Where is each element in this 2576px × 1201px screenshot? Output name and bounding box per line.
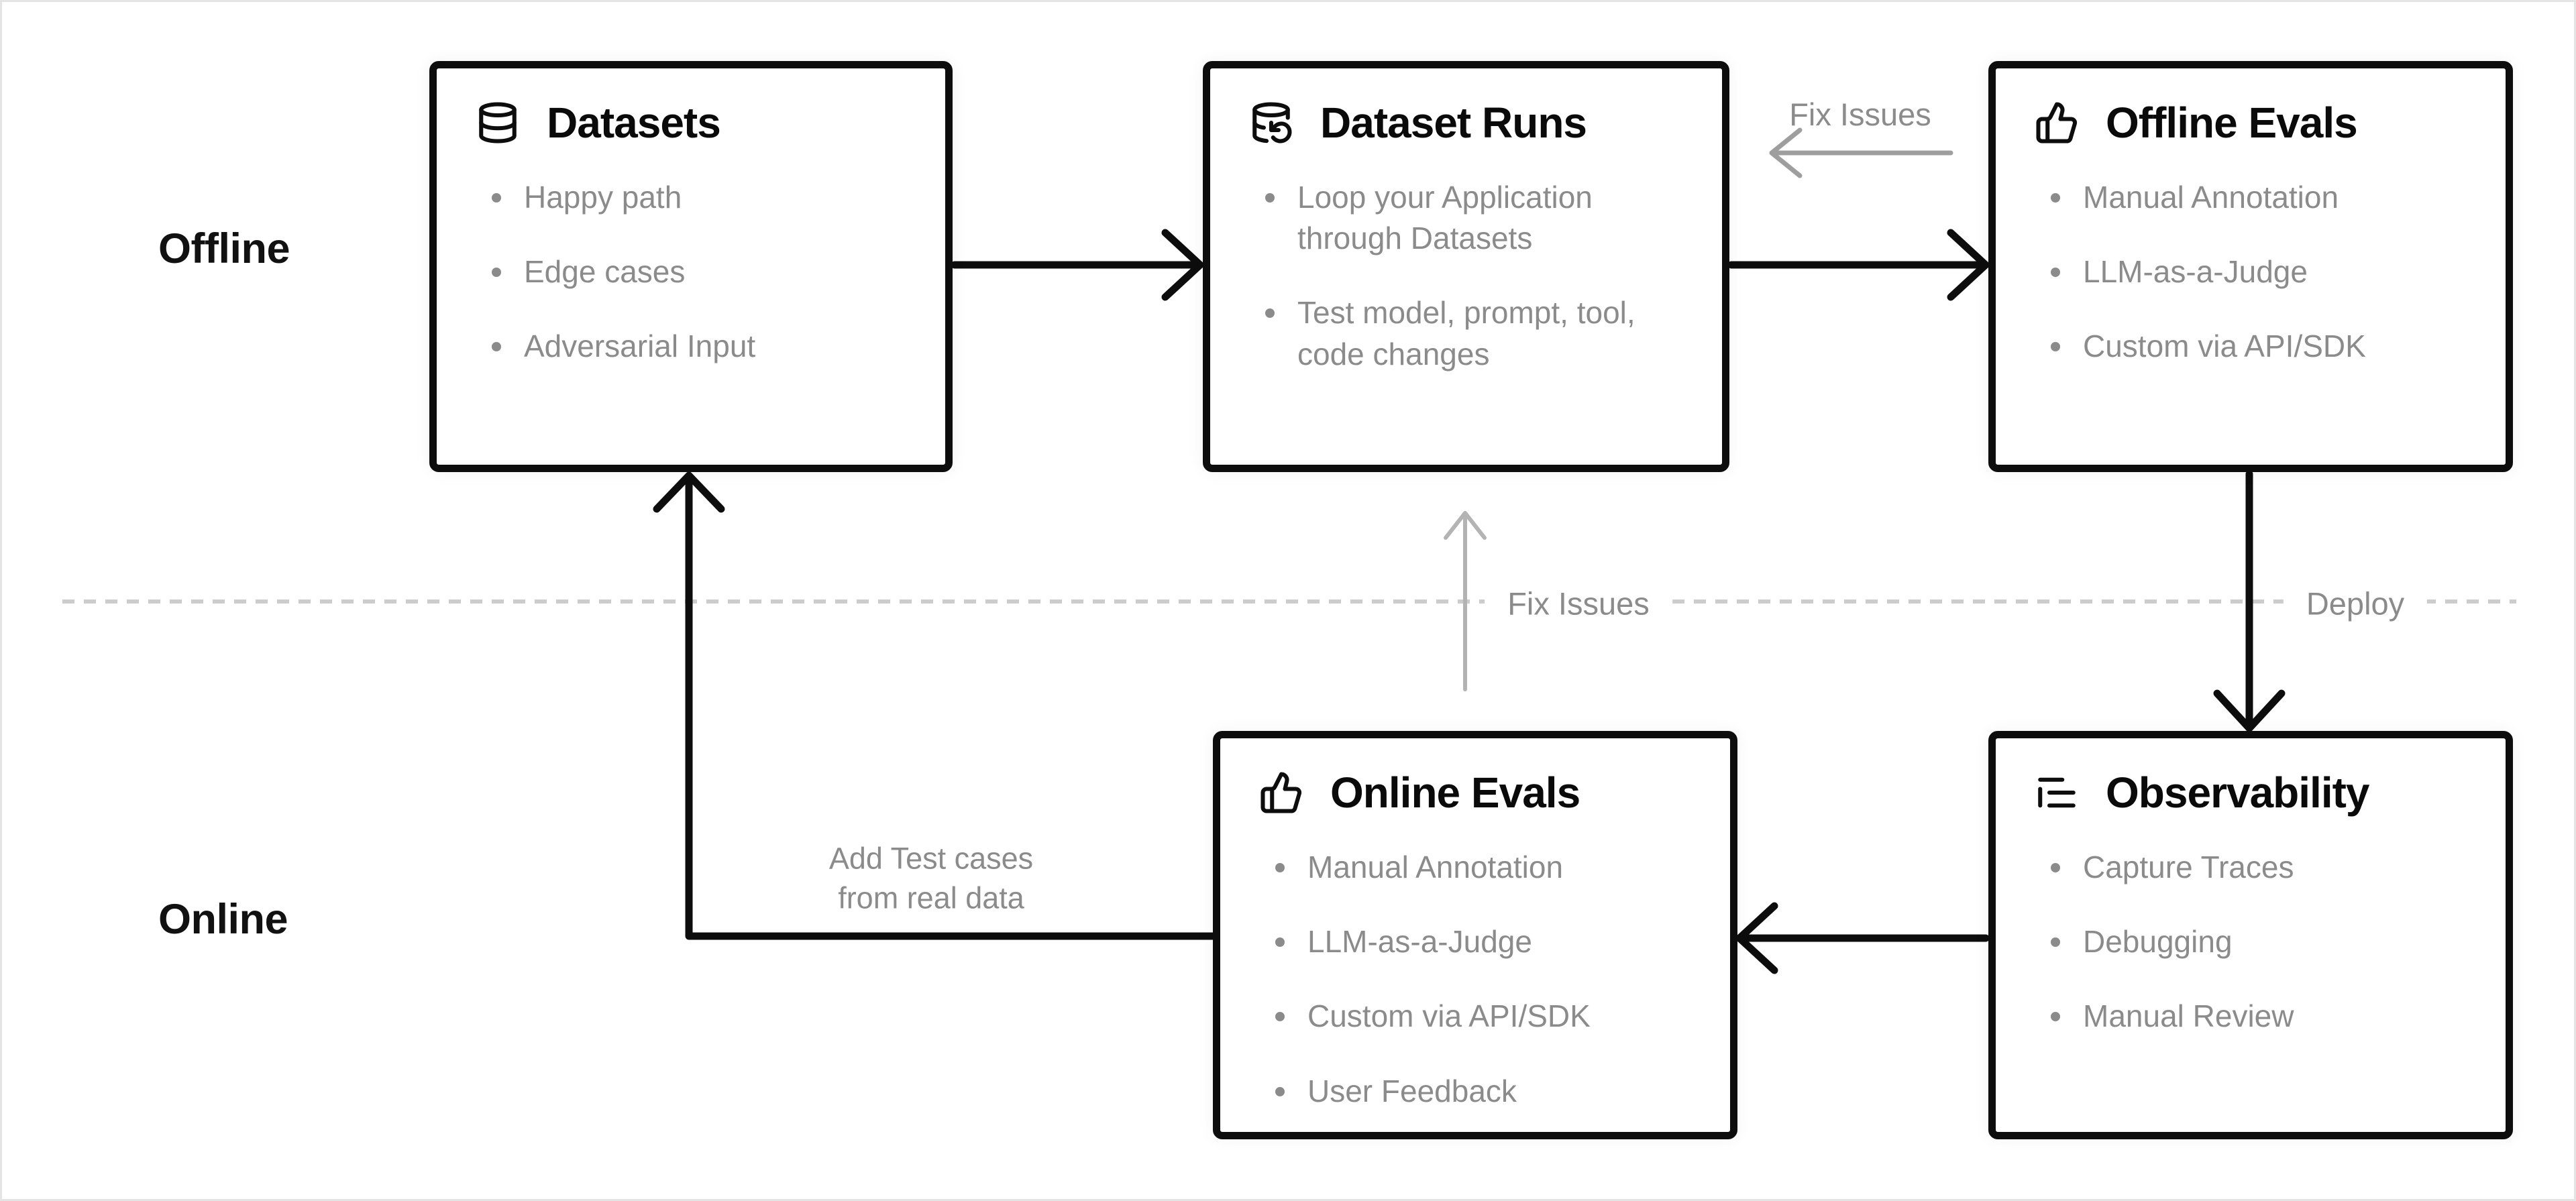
database-icon <box>476 101 520 145</box>
bullet-text: Loop your Application through Datasets <box>1297 180 1593 256</box>
list-item: Adversarial Input <box>492 326 906 367</box>
bullet-text: Debugging <box>2083 924 2233 960</box>
card-title: Datasets <box>547 99 721 147</box>
online-evals-card-header: Online Evals <box>1259 768 1691 817</box>
bullet-dot <box>1275 1012 1285 1022</box>
thumbs-up-icon <box>1259 770 1303 815</box>
observability-card-header: Observability <box>2035 768 2467 817</box>
list-item: Custom via API/SDK <box>2051 326 2467 367</box>
bullet-text: Edge cases <box>524 254 686 290</box>
observability-bullet-list: Capture Traces Debugging Manual Review <box>2035 847 2467 1037</box>
bullet-dot <box>1265 308 1275 319</box>
dataset-runs-card-header: Dataset Runs <box>1249 98 1683 148</box>
card-title: Dataset Runs <box>1320 99 1587 147</box>
datasets-bullet-list: Happy path Edge cases Adversarial Input <box>476 177 906 367</box>
bullet-text: Adversarial Input <box>524 329 756 364</box>
bullet-dot <box>492 268 501 278</box>
bullet-dot <box>2051 937 2060 948</box>
bullet-dot <box>1275 937 1285 948</box>
bullet-dot <box>1275 863 1285 872</box>
fix-issues-middle-label: Fix Issues <box>1485 585 1672 622</box>
bullet-text: Manual Annotation <box>2083 180 2339 215</box>
arrow-fix-issues-middle <box>1444 511 1487 691</box>
bullet-text: User Feedback <box>1307 1073 1517 1108</box>
logs-icon <box>2035 770 2079 815</box>
bullet-text: Custom via API/SDK <box>2083 329 2366 364</box>
offline-evals-card: Offline Evals Manual Annotation LLM-as-a… <box>1988 61 2513 472</box>
bullet-text: Capture Traces <box>2083 850 2294 884</box>
list-item: Manual Annotation <box>1275 847 1691 888</box>
datasets-card: Datasets Happy path Edge cases Adversari… <box>429 61 953 472</box>
offline-evals-bullet-list: Manual Annotation LLM-as-a-Judge Custom … <box>2035 177 2467 367</box>
offline-evals-card-header: Offline Evals <box>2035 98 2467 148</box>
observability-card: Observability Capture Traces Debugging M… <box>1988 731 2513 1139</box>
dataset-runs-card: Dataset Runs Loop your Application throu… <box>1203 61 1729 472</box>
bullet-dot <box>2051 193 2060 203</box>
arrow-offline-evals-to-observability <box>2213 470 2286 732</box>
card-title: Offline Evals <box>2106 99 2358 147</box>
bullet-text: LLM-as-a-Judge <box>2083 254 2308 290</box>
card-title: Observability <box>2106 768 2369 817</box>
arrow-fix-issues-top <box>1769 127 1953 178</box>
card-title: Online Evals <box>1330 768 1580 817</box>
dataset-runs-bullet-list: Loop your Application through Datasets T… <box>1249 177 1683 375</box>
bullet-dot <box>492 193 501 203</box>
list-item: Test model, prompt, tool, code changes <box>1265 292 1683 374</box>
bullet-text: Custom via API/SDK <box>1307 998 1591 1034</box>
bullet-dot <box>1265 193 1275 203</box>
section-label-offline: Offline <box>158 225 290 272</box>
online-evals-card: Online Evals Manual Annotation LLM-as-a-… <box>1213 731 1737 1139</box>
bullet-text: Test model, prompt, tool, code changes <box>1297 295 1635 371</box>
bullet-text: Manual Annotation <box>1307 850 1564 884</box>
list-item: Loop your Application through Datasets <box>1265 177 1683 259</box>
thumbs-up-icon <box>2035 101 2079 145</box>
bullet-dot <box>2051 1012 2060 1022</box>
arrow-observability-to-online-evals <box>1735 902 1990 974</box>
section-label-online: Online <box>158 896 288 943</box>
bullet-dot <box>2051 342 2060 352</box>
list-item: Capture Traces <box>2051 847 2467 888</box>
list-item: LLM-as-a-Judge <box>1275 921 1691 962</box>
fix-issues-top-label: Fix Issues <box>1789 96 1931 132</box>
database-refresh-icon <box>1249 101 1293 145</box>
list-item: Edge cases <box>492 251 906 292</box>
list-item: Manual Review <box>2051 996 2467 1037</box>
bullet-text: LLM-as-a-Judge <box>1307 924 1532 960</box>
add-test-cases-label: Add Test cases from real data <box>828 841 1034 915</box>
bullet-dot <box>2051 863 2060 872</box>
list-item: Happy path <box>492 177 906 218</box>
bullet-dot <box>1275 1086 1285 1096</box>
arrow-dataset-runs-to-offline-evals <box>1727 229 1990 301</box>
bullet-text: Happy path <box>524 180 682 215</box>
bullet-dot <box>492 342 501 352</box>
list-item: Debugging <box>2051 921 2467 962</box>
datasets-card-header: Datasets <box>476 98 906 148</box>
list-item: Custom via API/SDK <box>1275 996 1691 1037</box>
list-item: LLM-as-a-Judge <box>2051 251 2467 292</box>
bullet-text: Manual Review <box>2083 998 2294 1034</box>
arrow-datasets-to-dataset-runs <box>951 229 1204 301</box>
bullet-dot <box>2051 268 2060 278</box>
list-item: User Feedback <box>1275 1071 1691 1112</box>
deploy-label: Deploy <box>2283 585 2428 622</box>
list-item: Manual Annotation <box>2051 177 2467 218</box>
online-evals-bullet-list: Manual Annotation LLM-as-a-Judge Custom … <box>1259 847 1691 1112</box>
